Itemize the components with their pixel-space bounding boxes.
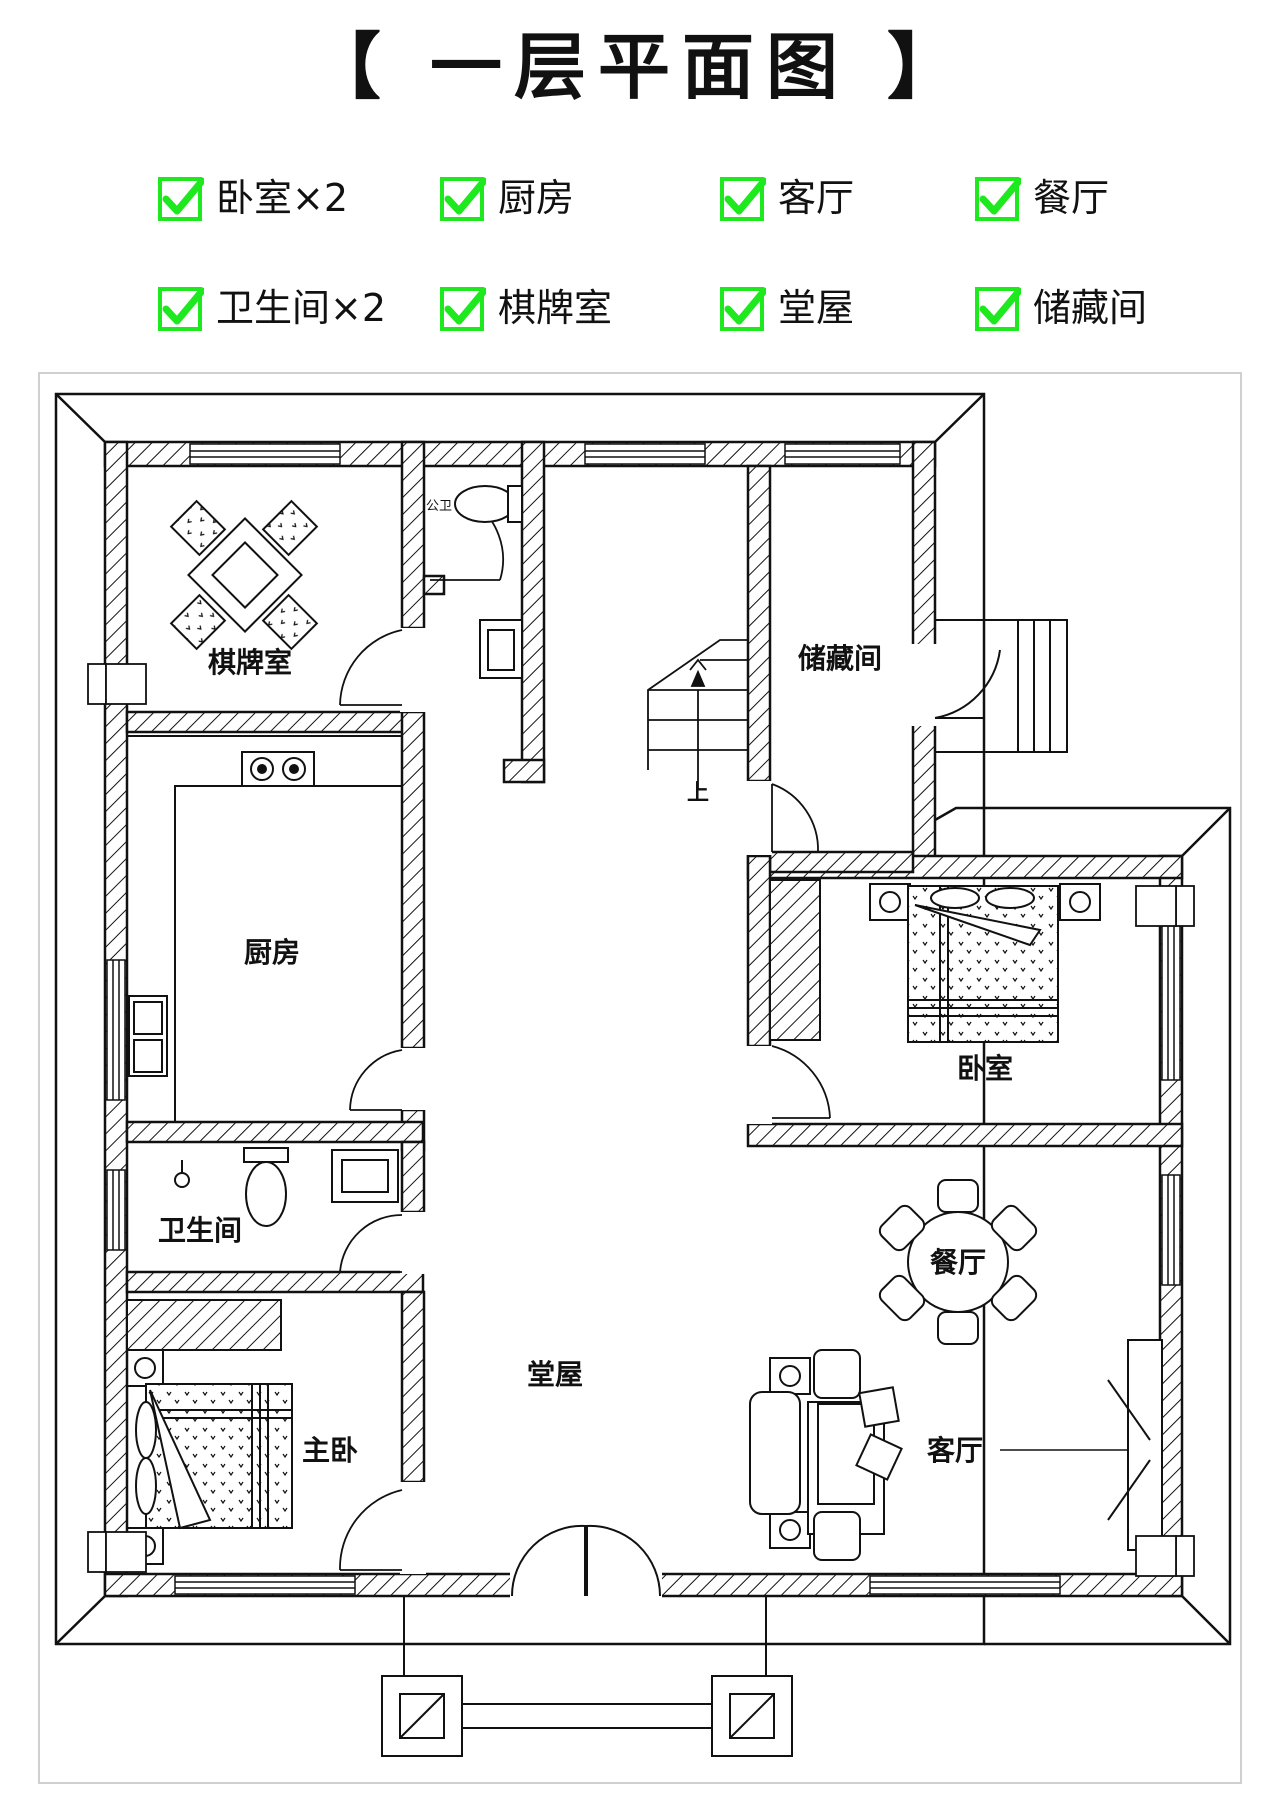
- entrance: [381, 1524, 793, 1757]
- label-dining: 餐厅: [930, 1246, 986, 1279]
- bathroom-fixtures: [174, 1147, 399, 1227]
- side-steps: [911, 619, 1068, 753]
- legend-label: 客厅: [778, 176, 855, 220]
- label-kitchen: 厨房: [244, 936, 300, 969]
- label-hall: 堂屋: [527, 1358, 583, 1391]
- page-title: 【 一层平面图 】: [308, 25, 972, 109]
- label-storage: 储藏间: [798, 642, 882, 675]
- legend-item: 储藏间: [975, 278, 1147, 338]
- check-icon: [720, 177, 766, 221]
- plan-frame: [38, 372, 1242, 1784]
- check-icon: [720, 287, 766, 331]
- room-legend: 卧室×2 厨房 客厅 餐厅 卫生间×2 棋牌室 堂屋 储藏间: [0, 0, 1280, 360]
- check-icon: [158, 287, 204, 331]
- check-icon: [975, 287, 1021, 331]
- check-icon: [440, 287, 486, 331]
- legend-item: 客厅: [720, 168, 854, 228]
- ac-units: [87, 663, 1195, 1577]
- legend-label: 棋牌室: [498, 286, 613, 330]
- label-living: 客厅: [927, 1434, 983, 1467]
- check-icon: [440, 177, 486, 221]
- legend-label: 卧室×2: [216, 176, 349, 220]
- legend-item: 卫生间×2: [158, 278, 386, 338]
- legend-label: 厨房: [498, 176, 575, 220]
- legend-item: 厨房: [440, 168, 574, 228]
- public-wc-fixtures: [454, 485, 523, 679]
- legend-item: 卧室×2: [158, 168, 348, 228]
- legend-label: 卫生间×2: [216, 286, 387, 330]
- check-icon: [158, 177, 204, 221]
- room-labels: 棋牌室 储藏间 厨房 卧室 卫生间 餐厅 堂屋 主卧 客厅 公卫 上: [158, 499, 1013, 1467]
- dining-table: [878, 1179, 1038, 1345]
- sofa-set: [749, 1339, 1163, 1561]
- legend-item: 餐厅: [975, 168, 1109, 228]
- label-chess-room: 棋牌室: [208, 646, 292, 679]
- legend-label: 餐厅: [1033, 176, 1110, 220]
- legend-item: 棋牌室: [440, 278, 612, 338]
- legend-label: 储藏间: [1033, 286, 1148, 330]
- master-bedroom-furniture: [126, 1299, 293, 1565]
- label-bedroom: 卧室: [957, 1052, 1013, 1085]
- chess-table: [169, 499, 319, 651]
- doors: [339, 499, 831, 1574]
- check-icon: [975, 177, 1021, 221]
- staircase: [647, 639, 748, 790]
- label-public-wc: 公卫: [426, 499, 452, 514]
- legend-item: 堂屋: [720, 278, 854, 338]
- label-master-bedroom: 主卧: [302, 1434, 358, 1467]
- label-stair-up: 上: [687, 781, 709, 806]
- label-bathroom: 卫生间: [158, 1214, 242, 1247]
- legend-label: 堂屋: [778, 286, 855, 330]
- kitchen-fixtures: [127, 735, 402, 1122]
- bedroom-furniture: [769, 879, 1101, 1043]
- windows: [106, 443, 1181, 1595]
